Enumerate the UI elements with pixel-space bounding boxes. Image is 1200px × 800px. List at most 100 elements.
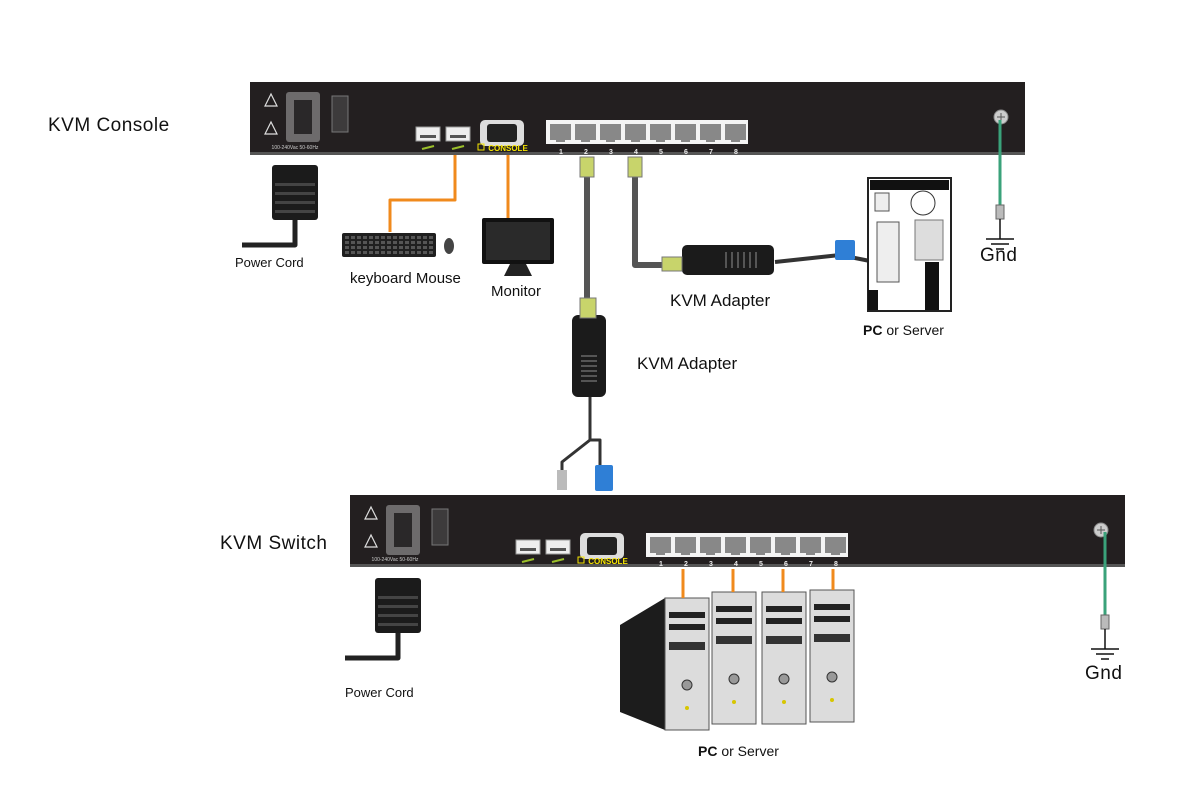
ground-screw-cross xyxy=(1097,526,1105,534)
monitor-small-icon xyxy=(577,556,585,564)
kvm-console-panel-edge xyxy=(250,152,1025,155)
vga-port-inner xyxy=(487,124,517,142)
usb-tongue xyxy=(520,548,536,551)
rj45-plug-icon xyxy=(579,297,597,319)
rj45-port-tab xyxy=(681,551,690,555)
power-cord-label-bottom: Power Cord xyxy=(345,685,414,700)
power-cord-top-plug-rib xyxy=(275,183,315,186)
rj45-port-tab xyxy=(581,138,590,142)
rj45-plug-icon xyxy=(579,156,595,178)
keyboard-key xyxy=(375,236,379,239)
monitor-label: Monitor xyxy=(491,283,542,300)
usb-cable xyxy=(388,155,457,232)
port-number-1: 1 xyxy=(559,149,563,156)
pc-tower-2-power-button xyxy=(728,673,740,685)
keyboard-key xyxy=(357,251,361,254)
power-inlet-socket xyxy=(294,100,312,134)
rj45-port-tab xyxy=(706,551,715,555)
port-number-4: 4 xyxy=(634,149,638,156)
pc-tower-3-power-button xyxy=(778,673,790,685)
port-number-2: 2 xyxy=(584,149,588,156)
keyboard-key xyxy=(387,241,391,244)
usb-port-icon xyxy=(415,126,441,142)
port-number-7: 7 xyxy=(809,561,813,568)
keyboard-key xyxy=(399,241,403,244)
kvm-adapter-right xyxy=(682,245,774,275)
pc-tower-2-bay xyxy=(716,636,752,644)
keyboard-key xyxy=(345,241,349,244)
voltage-text: 100-240Vac 50-60Hz xyxy=(272,145,319,151)
rj45-port-icon xyxy=(725,124,746,140)
usb-plug-icon xyxy=(557,470,567,490)
pc-tower-1-led xyxy=(685,706,689,710)
usb-port-icon xyxy=(445,126,471,142)
rj45-port-tab xyxy=(756,551,765,555)
pc-tower-1-power-button xyxy=(681,679,693,691)
keyboard-key xyxy=(345,236,349,239)
power-cord-bottom-plug-rib xyxy=(378,614,418,617)
keyboard-key xyxy=(345,246,349,249)
rj45-port-icon xyxy=(700,537,721,553)
power-cord-top-plug-rib xyxy=(275,192,315,195)
keyboard-key xyxy=(429,236,433,239)
rj45-port-tab xyxy=(656,138,665,142)
usb-tongue xyxy=(420,135,436,138)
rj45-port-tab xyxy=(731,551,740,555)
keyboard-key xyxy=(417,241,421,244)
ground-icon xyxy=(1091,629,1119,660)
keyboard-key xyxy=(411,251,415,254)
keyboard-key xyxy=(387,246,391,249)
rj45-port-icon xyxy=(675,537,696,553)
console-port-label: CONSOLE xyxy=(488,144,528,153)
pc-tower-2-led xyxy=(732,700,736,704)
keyboard-key xyxy=(393,246,397,249)
pc-tower-2-bay xyxy=(716,618,752,624)
adapter-grip xyxy=(581,375,597,377)
usb-symbol-icon xyxy=(521,558,535,563)
port-number-1: 1 xyxy=(659,561,663,568)
keyboard-key xyxy=(345,251,349,254)
usb-tongue xyxy=(450,135,466,138)
adapter-grip xyxy=(755,252,757,268)
power-switch-icon xyxy=(331,95,349,133)
keyboard-key xyxy=(405,246,409,249)
usb-tongue xyxy=(550,548,566,551)
voltage-text: 100-240Vac 50-60Hz xyxy=(372,557,419,563)
kvm-switch-panel-edge xyxy=(350,564,1125,567)
adapter-grip xyxy=(743,252,745,268)
monitor-screen xyxy=(486,222,550,260)
ground-screw-cross xyxy=(997,113,1005,121)
usb-port-icon xyxy=(515,539,541,555)
keyboard-key xyxy=(363,241,367,244)
keyboard-key xyxy=(363,236,367,239)
keyboard-key xyxy=(429,241,433,244)
rj45-port-icon xyxy=(675,124,696,140)
keyboard-key xyxy=(351,241,355,244)
port-number-5: 5 xyxy=(659,149,663,156)
pc-tower-3-bay xyxy=(766,606,802,612)
keyboard-key xyxy=(369,251,373,254)
rj45-port-tab xyxy=(831,551,840,555)
monitor-stand xyxy=(504,264,532,276)
keyboard-key xyxy=(381,241,385,244)
rj45-port-icon xyxy=(650,124,671,140)
rj45-port-icon xyxy=(800,537,821,553)
keyboard-key xyxy=(423,241,427,244)
adapter-center-vga-cable xyxy=(590,438,602,465)
kvm-console-label: KVM Console xyxy=(48,115,170,136)
pc-server-label-bottom: PC or Server xyxy=(698,743,779,759)
keyboard-key xyxy=(369,236,373,239)
keyboard-key xyxy=(351,251,355,254)
vga-plug-icon xyxy=(835,240,855,260)
adapter-grip xyxy=(731,252,733,268)
keyboard-key xyxy=(417,251,421,254)
vga-plug-icon xyxy=(595,465,613,491)
keyboard-key xyxy=(399,251,403,254)
rj45-port-tab xyxy=(731,138,740,142)
rj45-port-icon xyxy=(725,537,746,553)
port-number-5: 5 xyxy=(759,561,763,568)
adapter-grip xyxy=(581,360,597,362)
rj45-port-icon xyxy=(575,124,596,140)
keyboard-key xyxy=(357,246,361,249)
